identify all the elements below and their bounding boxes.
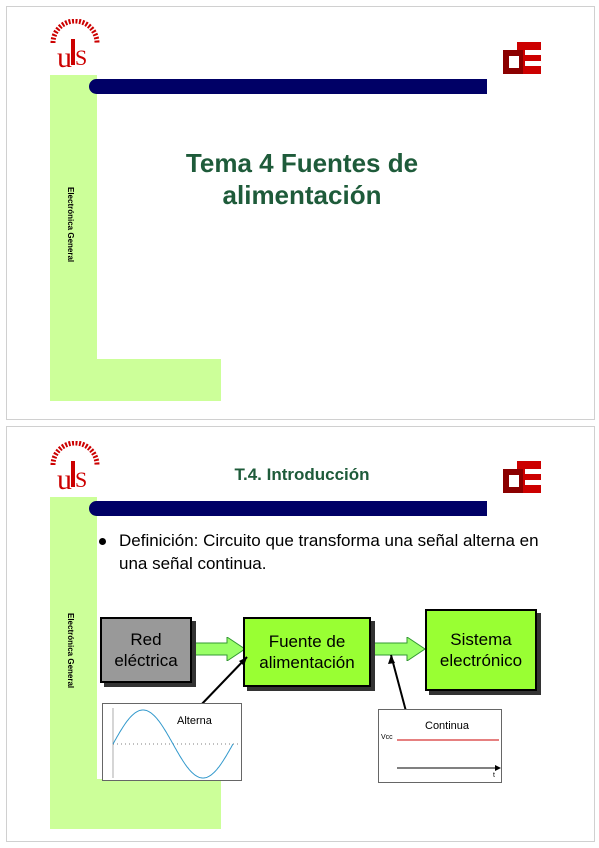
bottom-band: [50, 779, 221, 829]
bullet-text: Definición: Circuito que transforma una …: [119, 531, 539, 573]
box-fuente-alimentacion: Fuente de alimentación: [243, 617, 371, 687]
graph-alterna-label: Alterna: [177, 715, 212, 727]
box-sistema-electronico: Sistema electrónico: [425, 609, 537, 691]
band-corner: [97, 89, 127, 359]
svg-text:S: S: [75, 467, 87, 492]
graph-alterna: Alterna: [102, 703, 242, 781]
sidebar-label: Electrónica General: [66, 187, 75, 263]
graph-continua-y-label: Vcc: [381, 734, 393, 741]
flow-arrow-2-icon: [373, 637, 425, 661]
de-department-logo: [503, 461, 541, 493]
sidebar-label: Electrónica General: [66, 613, 75, 689]
graph-continua: Continua Vcc t: [378, 709, 502, 783]
slide-title: Tema 4 Fuentes de alimentación: [185, 148, 419, 210]
svg-text:u: u: [57, 41, 72, 74]
sidebar-band: [50, 75, 97, 401]
bullet-dot-icon: [99, 538, 106, 545]
graph-continua-x-label: t: [493, 772, 495, 779]
university-seal-logo: u S: [50, 19, 100, 74]
graph-continua-label: Continua: [425, 720, 470, 732]
sidebar-band: [50, 497, 97, 829]
pointer-lines: [198, 654, 408, 716]
bottom-band: [50, 359, 221, 401]
slide-1: u S Electrónica General Tema 4 Fuentes d…: [6, 6, 595, 420]
svg-text:S: S: [75, 45, 87, 70]
sine-wave: [112, 708, 239, 779]
dc-level: [397, 739, 501, 771]
university-seal-logo: u S: [50, 441, 100, 496]
header-bar: [89, 501, 487, 516]
header-bar: [89, 79, 487, 94]
slide-title: T.4. Introducción: [234, 465, 370, 484]
slide-2: u S T.4. Introducción Electrónica Genera…: [6, 426, 595, 842]
flow-arrow-1-icon: [193, 637, 245, 661]
de-department-logo: [503, 42, 541, 74]
box-red-electrica: Red eléctrica: [100, 617, 192, 683]
svg-text:u: u: [57, 463, 72, 496]
